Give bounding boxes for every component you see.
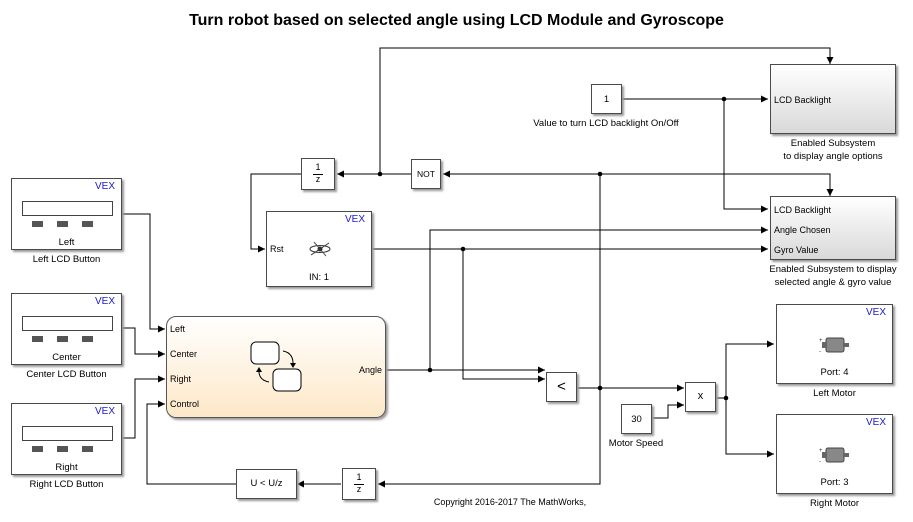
lcd-button-icon [57,221,68,227]
block-inner-label: x [697,390,704,402]
lcd-right-button-block[interactable]: VEX Right [11,403,122,475]
stateflow-icon [250,341,302,392]
block-inner-label: NOT [417,169,435,179]
motor-speed-constant-block[interactable]: 30 [621,404,652,434]
subsystem2-caption-line1: Enabled Subsystem to display [769,264,897,275]
chart-input-control: Control [170,399,200,409]
subsystem1-caption-line2: to display angle options [783,151,883,162]
lcd-button-icon [32,221,43,227]
vex-label: VEX [94,296,115,307]
copyright-text: Copyright 2016-2017 The MathWorks, [433,497,587,507]
delay-numerator: 1 [315,162,321,172]
chart-input-left: Left [170,324,186,334]
block-inner-label: Port: 4 [820,367,849,378]
fraction-bar [354,484,364,485]
lcd-screen-icon [22,316,113,331]
right-motor-caption: Right Motor [809,498,860,509]
relational-operator-block[interactable]: < [546,372,577,402]
delay-denominator: z [356,484,362,494]
lcd-left-caption: Left LCD Button [32,254,101,265]
chart-input-center: Center [170,349,198,359]
lcd-button-icon [32,446,43,452]
stateflow-chart-block[interactable]: Left Center Right Control Angle [166,316,386,418]
diagram-title: Turn robot based on selected angle using… [189,12,724,29]
unit-delay-bottom-block[interactable]: 1 z [342,468,376,500]
block-inner-label: U < U/z [250,478,283,489]
left-motor-caption: Left Motor [813,388,856,399]
block-inner-label: Left [58,237,75,248]
right-motor-block[interactable]: VEX + - Port: 3 [776,414,893,494]
chart-output-angle: Angle [358,365,382,375]
subsystem-port-angle-chosen: Angle Chosen [774,225,831,235]
constant-value: 30 [631,414,642,425]
chart-input-right: Right [170,374,192,384]
delay-numerator: 1 [356,472,362,482]
lcd-screen-icon [22,201,113,216]
lcd-button-icon [57,336,68,342]
block-inner-label: Center [52,352,81,363]
lcd-center-caption: Center LCD Button [26,369,107,380]
subsystem-port-lcd-backlight: LCD Backlight [774,95,832,105]
lcd-button-icon [82,336,93,342]
enabled-subsystem-angle-gyro[interactable]: LCD Backlight Angle Chosen Gyro Value [770,196,896,260]
svg-text:-: - [819,349,821,355]
left-motor-block[interactable]: VEX + - Port: 4 [776,304,893,384]
unit-delay-top-block[interactable]: 1 z [301,158,335,190]
constant-value: 1 [603,94,610,105]
delay-denominator: z [315,174,321,184]
not-operator-block[interactable]: NOT [411,159,441,189]
motor-icon: + - [819,447,849,465]
block-inner-label: Right [55,462,78,473]
backlight-constant-block[interactable]: 1 [591,84,622,114]
vex-label: VEX [865,417,886,428]
lcd-button-icon [82,221,93,227]
motor-speed-caption: Motor Speed [608,438,664,449]
vex-label: VEX [94,406,115,417]
subsystem1-caption-line1: Enabled Subsystem [790,138,876,149]
lcd-screen-icon [22,426,113,441]
lcd-center-button-block[interactable]: VEX Center [11,293,122,365]
block-inner-label: Port: 3 [820,477,849,488]
fraction-bar [313,174,323,175]
motor-icon: + - [819,337,849,355]
gyroscope-block[interactable]: VEX Rst IN: 1 [266,211,372,287]
lcd-left-button-block[interactable]: VEX Left [11,178,122,250]
subsystem2-caption-line2: selected angle & gyro value [774,277,892,288]
block-inner-label: IN: 1 [308,272,330,283]
lcd-right-caption: Right LCD Button [29,479,104,490]
lcd-button-icon [82,446,93,452]
product-block[interactable]: x [685,382,716,412]
vex-label: VEX [865,307,886,318]
vex-label: VEX [344,214,365,225]
svg-text:-: - [819,459,821,465]
block-inner-label: < [557,378,566,395]
lcd-button-icon [57,446,68,452]
enabled-subsystem-angle-options[interactable]: LCD Backlight [770,64,896,134]
vex-label: VEX [94,181,115,192]
svg-text:+: + [819,338,823,344]
lcd-button-icon [32,336,43,342]
gyroscope-icon [309,241,331,257]
detect-decrease-block[interactable]: U < U/z [236,469,297,499]
backlight-constant-caption: Value to turn LCD backlight On/Off [533,118,679,129]
subsystem-port-gyro-value: Gyro Value [774,245,819,255]
subsystem-port-lcd-backlight: LCD Backlight [774,205,832,215]
svg-text:+: + [819,448,823,454]
gyro-reset-port: Rst [270,244,284,254]
